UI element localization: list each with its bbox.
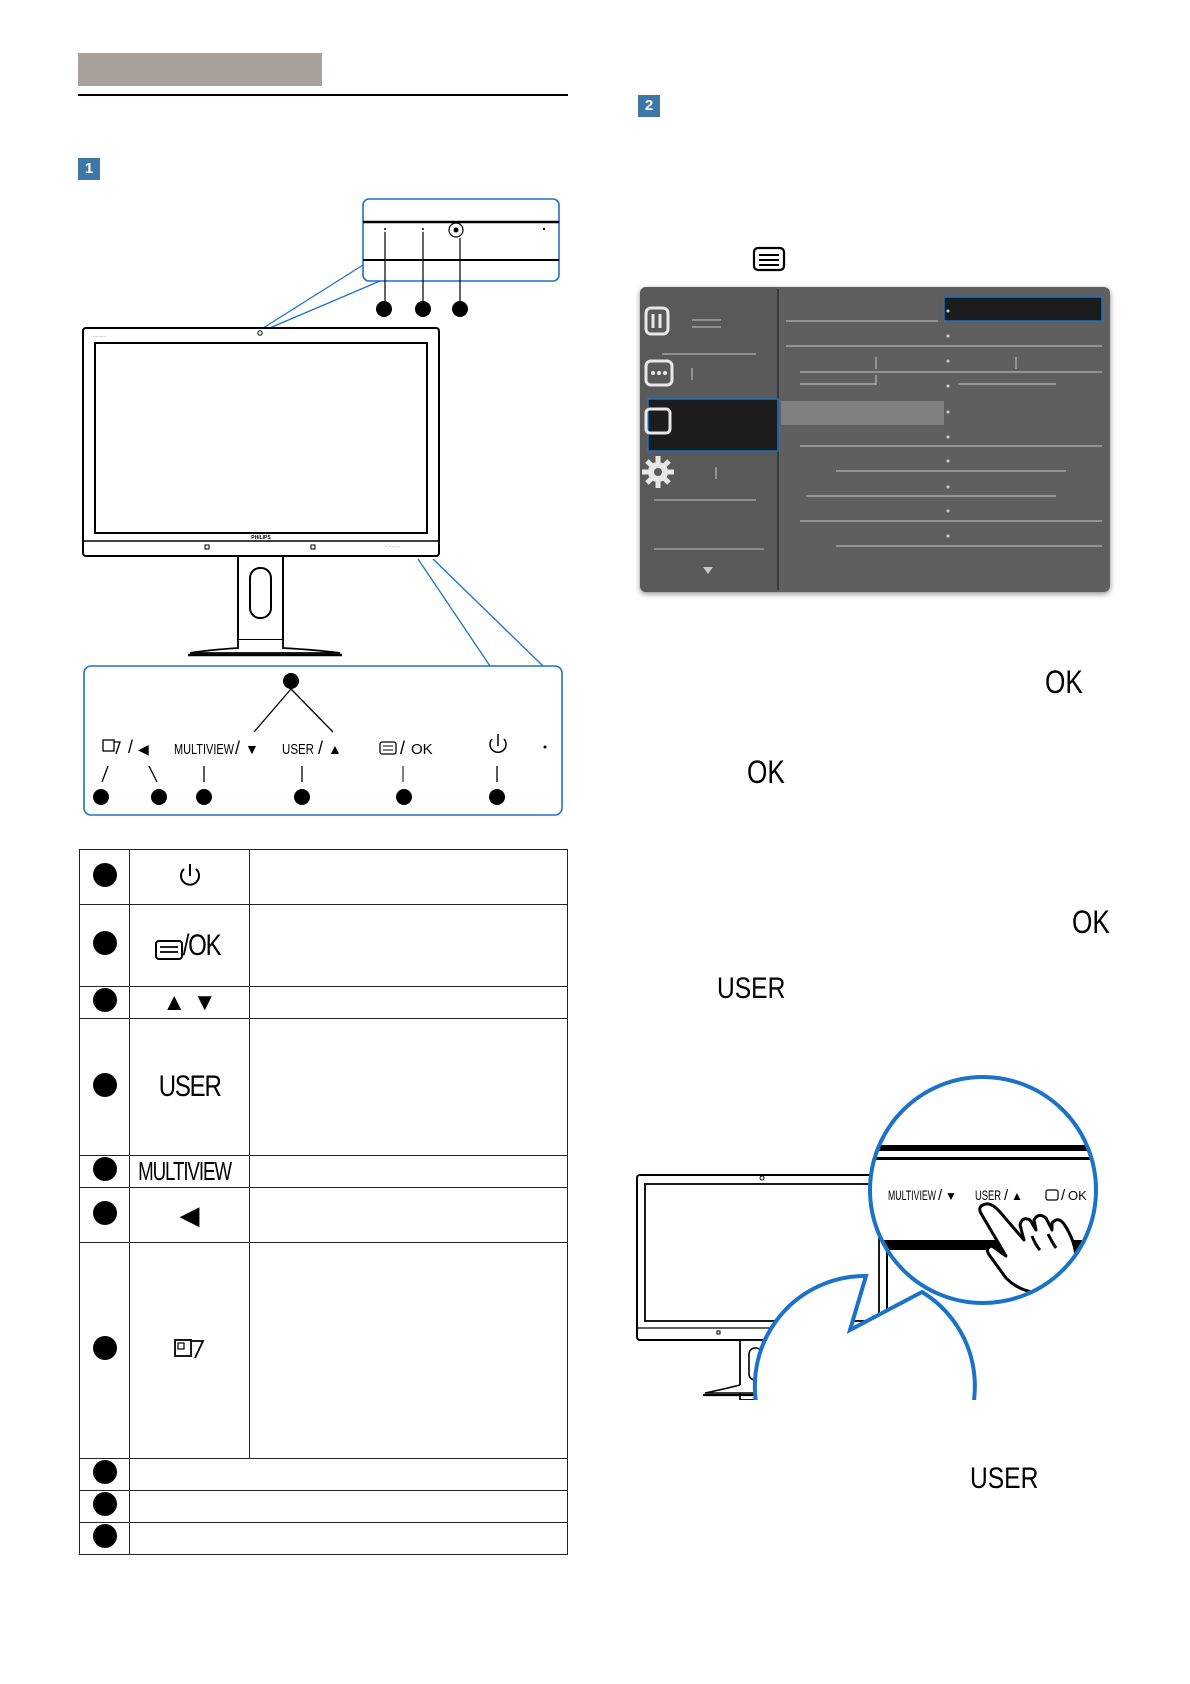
table-row: MULTIVIEW	[79, 1155, 568, 1188]
menu-icon	[752, 246, 786, 272]
svg-text:/: /	[318, 738, 323, 758]
down-arrow-label: ▼	[945, 1189, 957, 1203]
gear-icon	[642, 456, 674, 488]
osd-menu-screenshot	[640, 287, 1110, 592]
power-icon	[489, 738, 507, 754]
svg-text:/: /	[400, 738, 405, 758]
callout-dot-2	[415, 301, 431, 317]
power-icon	[179, 863, 200, 886]
section-badge-2: 2	[638, 95, 660, 117]
table-row: ▲ ▼	[79, 986, 568, 1019]
up-down-keys-label: ▲ ▼	[162, 988, 217, 1016]
table-row	[79, 1458, 568, 1491]
svg-text:/: /	[1061, 1187, 1066, 1204]
smartimage-icon	[173, 1339, 204, 1359]
up-arrow-label: ▲	[1011, 1189, 1023, 1203]
chat-icon	[644, 359, 674, 387]
section-header-bar	[78, 53, 322, 86]
menu-icon	[379, 741, 397, 755]
ok-key-label: /OK	[182, 928, 222, 962]
user-key-reference: USER	[970, 1462, 1039, 1495]
input-icon	[644, 306, 670, 336]
control-keys-table: /OK ▲ ▼ USER MULTIVIEW ◀	[79, 849, 568, 1555]
header-rule	[78, 94, 568, 96]
table-row: ◀	[79, 1187, 568, 1243]
menu-icon	[154, 940, 183, 961]
table-row	[79, 1522, 568, 1555]
table-row	[79, 1242, 568, 1459]
osd-selected-tab	[647, 398, 779, 452]
user-key-zoom-illustration: MULTIVIEW / ▼ USER / ▲ / OK	[636, 1075, 1098, 1400]
top-callout-box	[362, 198, 560, 282]
smartimage-icon	[102, 739, 115, 752]
scroll-down-icon	[703, 567, 713, 574]
menu-icon	[1045, 1189, 1059, 1201]
ok-key-reference: OK	[1045, 664, 1083, 700]
table-row: /OK	[79, 904, 568, 987]
brand-logo: PHILIPS	[251, 535, 271, 541]
monitor-screen	[94, 342, 428, 534]
svg-text:/: /	[938, 1187, 943, 1204]
user-label: USER	[975, 1187, 1001, 1203]
table-row: USER	[79, 1018, 568, 1156]
down-arrow-label: ▼	[245, 741, 259, 757]
user-key-reference: USER	[717, 972, 786, 1005]
svg-text:/: /	[128, 737, 133, 757]
picture-icon	[644, 407, 672, 435]
multiview-label: MULTIVIEW	[174, 741, 235, 758]
callout-dot-3	[452, 301, 468, 317]
pointing-hand-icon	[978, 1202, 1078, 1295]
svg-text:/: /	[235, 738, 240, 758]
left-arrow-label: ◀	[138, 741, 149, 757]
multiview-label: MULTIVIEW	[888, 1187, 936, 1203]
callout-dot-1	[376, 301, 392, 317]
ok-key-reference: OK	[747, 754, 785, 790]
svg-text:·· ···· ·· ·: ·· ···· ·· ·	[385, 544, 400, 549]
table-row	[79, 849, 568, 905]
user-key-label: USER	[158, 1070, 222, 1103]
up-arrow-label: ▲	[328, 741, 342, 757]
button-panel-callout	[83, 665, 563, 816]
ok-label: OK	[411, 741, 433, 758]
left-key-label: ◀	[179, 1199, 200, 1230]
webcam-icon	[448, 222, 464, 238]
section-badge-1: 1	[78, 158, 100, 180]
monitor-front-illustration: ········· PHILIPS ·· ···· ·· · / ◀ MULTI…	[82, 198, 563, 816]
osd-selected-value	[943, 296, 1103, 322]
svg-text:·········: ·········	[93, 334, 105, 339]
svg-text:/: /	[1004, 1187, 1009, 1204]
ok-label: OK	[1068, 1188, 1087, 1203]
multiview-key-label: MULTIVIEW	[138, 1156, 232, 1186]
ok-key-reference: OK	[1072, 904, 1110, 940]
table-row	[79, 1490, 568, 1523]
user-label: USER	[282, 741, 314, 758]
